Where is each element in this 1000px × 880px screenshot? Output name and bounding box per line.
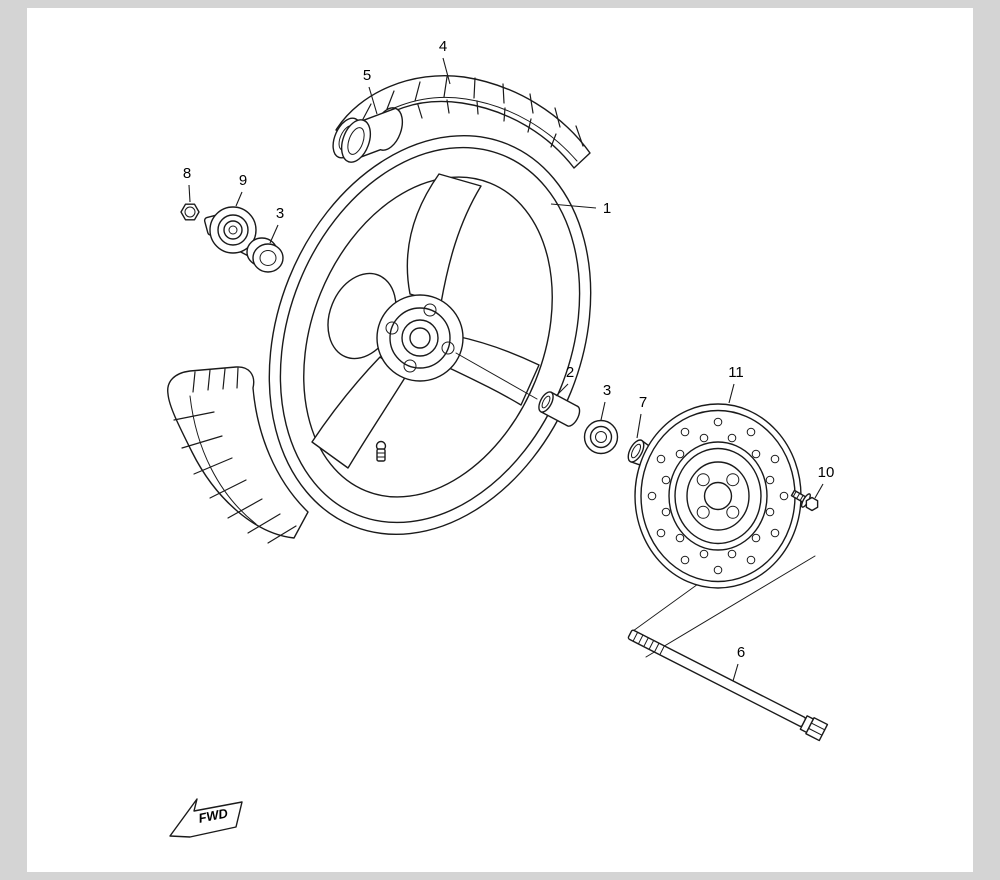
callouts: 4 5 8 9 3 1 2 3 7 11 10 6	[183, 38, 835, 682]
fwd-arrow: FWD	[169, 798, 243, 838]
callout-6-label: 6	[737, 644, 745, 661]
callout-9-leader	[235, 191, 243, 207]
callout-3-right-leader	[600, 401, 606, 421]
rim-band	[340, 107, 404, 163]
disc-bolt	[790, 489, 819, 512]
callout-2-label: 2	[566, 364, 574, 381]
bearing-right	[583, 419, 619, 455]
callout-4-label: 4	[439, 38, 447, 55]
callout-7-label: 7	[639, 394, 647, 411]
wheel-spokes-hub	[311, 173, 540, 469]
bearing-left	[246, 237, 284, 273]
brake-disc	[634, 403, 802, 589]
callout-10-leader	[814, 483, 824, 499]
axis-phantom-line-lower	[645, 555, 816, 658]
callout-3-left-label: 3	[276, 205, 284, 222]
axle-spacer	[538, 391, 581, 427]
callout-10-label: 10	[818, 464, 835, 481]
spoke-upper	[406, 173, 482, 304]
valve-stem	[375, 440, 387, 462]
spoke-lower-left	[311, 356, 407, 469]
tire-bottom-section	[167, 366, 309, 544]
fwd-arrow-label: FWD	[197, 805, 230, 825]
callout-7-leader	[636, 413, 642, 439]
front-axle	[627, 629, 829, 742]
callout-5-leader	[368, 86, 378, 115]
callout-11-label: 11	[728, 364, 744, 381]
axis-phantom-line-hub	[455, 352, 538, 400]
callout-11-leader	[728, 383, 735, 404]
callout-6-leader	[732, 663, 739, 682]
callout-5-label: 5	[363, 67, 371, 84]
callout-1-leader	[550, 203, 597, 209]
callout-8-label: 8	[183, 165, 191, 182]
wheel-rim	[268, 134, 592, 536]
callout-9-label: 9	[239, 172, 247, 189]
callout-8-leader	[188, 184, 191, 203]
fwd-arrow-shape	[169, 798, 243, 838]
callout-3-right-label: 3	[603, 382, 611, 399]
callout-4-leader	[442, 57, 451, 85]
callout-1-label: 1	[603, 200, 611, 217]
callout-2-leader	[555, 383, 569, 397]
callout-3-left-leader	[269, 224, 279, 244]
spoke-right	[442, 335, 540, 406]
axle-nut	[180, 203, 200, 221]
